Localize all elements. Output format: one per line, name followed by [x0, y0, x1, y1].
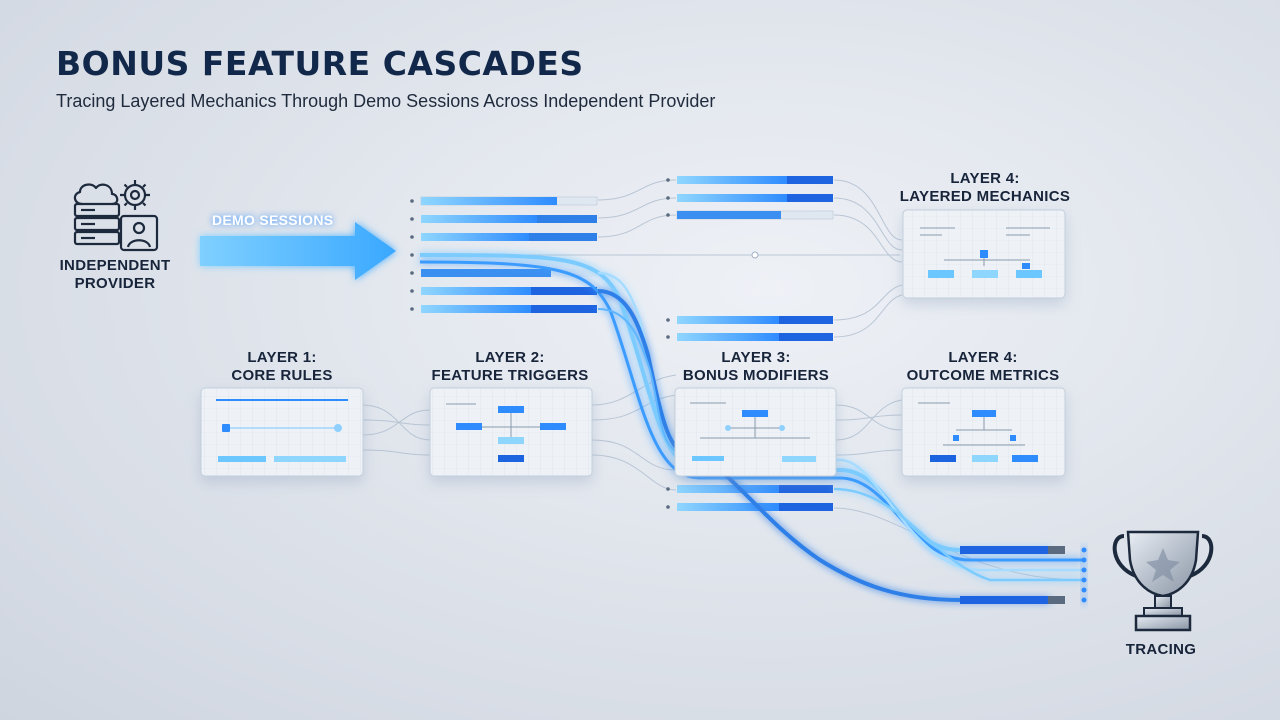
layer-2-panel — [429, 387, 593, 477]
layer-3-label: LAYER 3: BONUS MODIFIERS — [682, 349, 830, 384]
layer-4-outcome-panel — [901, 387, 1066, 477]
layer-3-panel — [674, 387, 837, 477]
page-subtitle: Tracing Layered Mechanics Through Demo S… — [56, 91, 716, 111]
session-bars-top — [676, 176, 834, 511]
layer-2-label: LAYER 2: FEATURE TRIGGERS — [431, 349, 589, 384]
output-bars — [960, 546, 1065, 604]
layer-1-panel — [200, 387, 364, 477]
provider-label: INDEPENDENT PROVIDER — [59, 257, 171, 292]
demo-sessions-arrow — [200, 222, 396, 280]
tracing-label: TRACING — [1125, 641, 1197, 658]
port-dots-left — [410, 199, 414, 311]
port-dots-right — [1081, 547, 1087, 603]
layer-1-label: LAYER 1: CORE RULES — [231, 349, 333, 384]
session-bars-left — [420, 196, 598, 313]
layer-4-outcome-label: LAYER 4: OUTCOME METRICS — [906, 349, 1060, 384]
server-cloud-gear-user-icon — [73, 180, 159, 252]
port-dots-mid — [666, 178, 759, 509]
page-title: BONUS FEATURE CASCADES — [56, 44, 584, 83]
trophy-icon — [1112, 530, 1214, 632]
demo-sessions-label: DEMO SESSIONS — [212, 212, 334, 228]
layer-4-mechanics-label: LAYER 4: LAYERED MECHANICS — [899, 170, 1071, 205]
layer-4-mechanics-panel — [902, 209, 1066, 299]
